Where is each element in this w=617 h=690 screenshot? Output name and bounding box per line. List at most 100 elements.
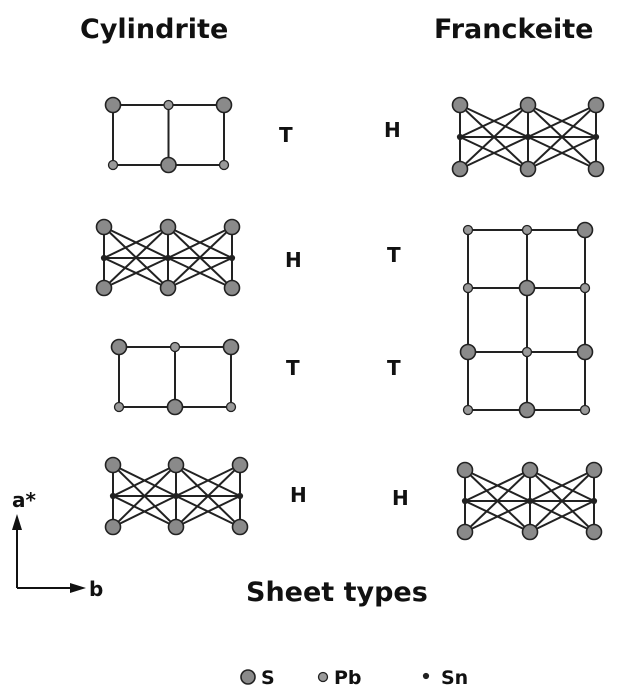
cylindrite-row-2-s-atom <box>95 279 113 297</box>
franckeite-row-1-bond <box>527 104 597 170</box>
legend-sn-symbol <box>422 672 430 680</box>
franckeite-row-2-3-pb-atom <box>579 282 591 294</box>
franckeite-row-4-bond <box>529 469 595 502</box>
cylindrite-row-4-s-atom <box>167 456 185 474</box>
sheet-types-caption: Sheet types <box>246 577 428 608</box>
franckeite-row-4-s-atom <box>585 523 603 541</box>
cylindrite-row-1-s-atom <box>160 156 177 174</box>
cylindrite-row-2-sn-atom <box>228 254 236 262</box>
cylindrite-row-2-s-atom <box>223 218 241 236</box>
cylindrite-row-3-type: T <box>286 356 300 380</box>
cylindrite-row-2-s-atom <box>159 279 177 297</box>
franckeite-row-1-type: H <box>384 118 401 142</box>
cylindrite-row-1-type: T <box>279 123 293 147</box>
cylindrite-row-1-pb-atom <box>107 159 119 171</box>
cylindrite-row-4-bond <box>175 495 241 528</box>
franckeite-row-1-bond <box>527 104 597 138</box>
cylindrite-row-4-bond <box>112 495 177 528</box>
cylindrite-row-3-pb-atom <box>225 401 237 413</box>
cylindrite-row-1-pb-atom <box>163 99 174 111</box>
franckeite-row-1-bond <box>459 104 529 138</box>
a-star-arrowhead <box>12 514 22 530</box>
franckeite-title: Franckeite <box>434 14 594 45</box>
franckeite-row-2-3-pb-atom <box>579 404 591 416</box>
cylindrite-row-2-s-atom <box>159 218 177 236</box>
franckeite-row-4-sn-atom <box>590 497 598 505</box>
cylindrite-row-4-bond <box>112 464 177 528</box>
cylindrite-row-2-bond <box>167 226 233 289</box>
structures-group <box>95 96 605 541</box>
cylindrite-row-2-bond <box>167 257 233 289</box>
legend: S Pb Sn <box>240 667 468 689</box>
franckeite-row-2-3-s-atom <box>518 279 536 297</box>
franckeite-row-1-s-atom <box>587 96 605 114</box>
franckeite-row-4-s-atom <box>585 461 603 479</box>
b-label: b <box>89 577 103 601</box>
cylindrite-row-4-bond <box>112 464 177 497</box>
cylindrite-row-3-s-atom <box>110 338 128 356</box>
cylindrite-title: Cylindrite <box>80 14 228 45</box>
cylindrite-row-2-bond <box>167 226 233 259</box>
franckeite-row-1-sn-atom <box>456 133 464 141</box>
cylindrite-row-2-s-atom <box>95 218 113 236</box>
cylindrite-row-4-s-atom <box>104 456 122 474</box>
a-star-label: a* <box>12 488 36 512</box>
franckeite-row-2-3-pb-atom <box>462 282 474 294</box>
cylindrite-row-3-pb-atom <box>169 341 181 353</box>
franckeite-row-1-s-atom <box>451 160 469 178</box>
cylindrite-row-4-bond <box>175 464 241 497</box>
franckeite-row-2-type: T <box>387 243 401 267</box>
franckeite-row-4-s-atom <box>521 461 539 479</box>
cylindrite-row-4-sn-atom <box>109 492 117 500</box>
cylindrite-row-4-sn-atom <box>236 492 244 500</box>
franckeite-row-2-3-s-atom <box>459 343 477 361</box>
franckeite-row-1-s-atom <box>519 96 537 114</box>
b-arrowhead <box>70 583 86 593</box>
legend-sn-label: Sn <box>441 667 468 689</box>
cylindrite-row-2-type: H <box>285 248 302 272</box>
cylindrite-row-3-s-atom <box>166 398 184 416</box>
cylindrite-row-1-s-atom <box>104 96 122 114</box>
cylindrite-row-4-s-atom <box>104 518 122 536</box>
cylindrite-row-2-bond <box>103 257 169 289</box>
franckeite-row-4-s-atom <box>521 523 539 541</box>
cylindrite-row-4-type: H <box>290 483 307 507</box>
franckeite-row-4-s-atom <box>456 461 474 479</box>
franckeite-row-4-bond <box>529 469 595 533</box>
cylindrite-row-1-pb-atom <box>218 159 230 171</box>
franckeite-row-1-bond <box>459 104 529 170</box>
cylindrite-row-2-sn-atom <box>100 254 108 262</box>
franckeite-row-3-type: T <box>387 356 401 380</box>
cylindrite-row-4-sn-atom <box>172 492 180 500</box>
cylindrite-row-2-s-atom <box>223 279 241 297</box>
franckeite-row-4-sn-atom <box>461 497 469 505</box>
franckeite-row-2-3-s-atom <box>518 401 536 419</box>
franckeite-row-2-3-pb-atom <box>521 346 533 358</box>
franckeite-row-4-bond <box>464 469 531 533</box>
axes-indicator: a* b <box>12 488 103 601</box>
franckeite-row-2-3-s-atom <box>576 343 594 361</box>
cylindrite-row-3-pb-atom <box>113 401 125 413</box>
cylindrite-row-4-s-atom <box>231 456 249 474</box>
cylindrite-row-4-s-atom <box>231 518 249 536</box>
cylindrite-row-2-sn-atom <box>164 254 172 262</box>
franckeite-row-4-bond <box>529 500 595 533</box>
cylindrite-row-1-s-atom <box>215 96 233 114</box>
cylindrite-row-4-bond <box>175 464 241 528</box>
franckeite-row-4-type: H <box>392 486 409 510</box>
franckeite-row-2-3-pb-atom <box>462 224 474 236</box>
franckeite-row-1-s-atom <box>587 160 605 178</box>
legend-s-label: S <box>261 667 275 689</box>
franckeite-row-1-bond <box>459 136 529 170</box>
franckeite-row-2-3-pb-atom <box>462 404 474 416</box>
franckeite-row-4-s-atom <box>456 523 474 541</box>
franckeite-row-4-bond <box>464 469 531 502</box>
cylindrite-row-4-s-atom <box>167 518 185 536</box>
franckeite-row-1-sn-atom <box>524 133 532 141</box>
franckeite-row-1-s-atom <box>519 160 537 178</box>
franckeite-row-1-sn-atom <box>592 133 600 141</box>
cylindrite-row-2-bond <box>103 226 169 289</box>
franckeite-row-2-3-pb-atom <box>521 224 533 236</box>
legend-pb-symbol <box>317 671 329 683</box>
